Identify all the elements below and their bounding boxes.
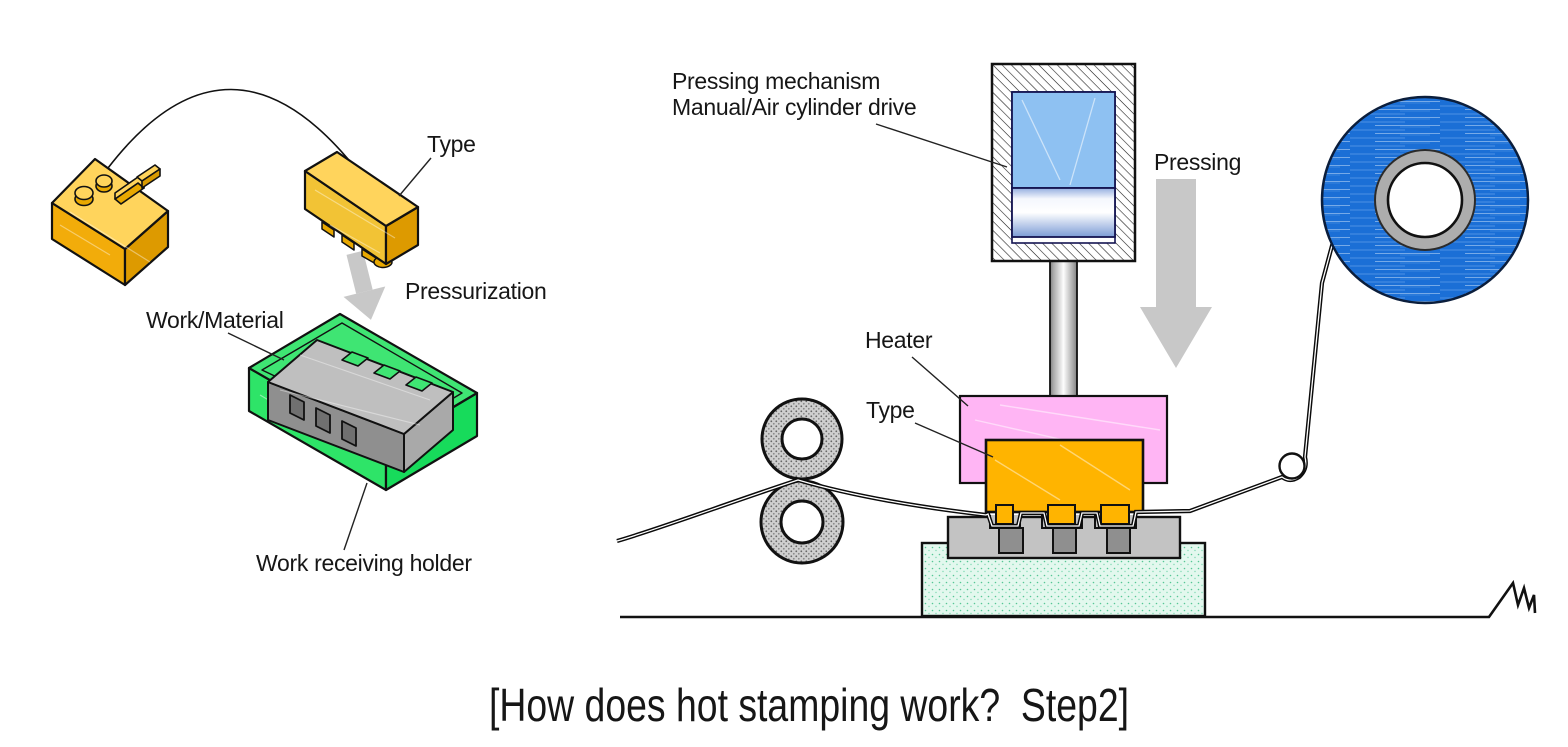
piston-rod bbox=[1049, 236, 1078, 398]
pressing-mechanism-label-line2: Manual/Air cylinder drive bbox=[672, 94, 916, 120]
pressing-mechanism-label-line1: Pressing mechanism bbox=[672, 68, 880, 94]
pressurization-label: Pressurization bbox=[405, 278, 547, 304]
work-insert-1 bbox=[998, 527, 1024, 554]
cylinder-housing bbox=[990, 62, 1137, 263]
heater-label: Heater bbox=[865, 327, 933, 353]
pinch-roller-lower bbox=[759, 479, 845, 565]
work-notches bbox=[341, 351, 433, 392]
leader-type-left bbox=[398, 157, 432, 197]
foil-ribbon bbox=[616, 226, 1340, 544]
type-label-machine: Type bbox=[866, 397, 915, 423]
raised-type-glyphs bbox=[74, 164, 161, 207]
piston bbox=[1011, 187, 1116, 238]
pressing-label: Pressing bbox=[1154, 149, 1241, 175]
leader-pressing-mechanism bbox=[875, 123, 1008, 168]
pressing-arrow bbox=[1140, 179, 1212, 368]
guide-pulley bbox=[1278, 452, 1306, 480]
type-block-top-view bbox=[50, 157, 170, 287]
leader-type-machine bbox=[914, 422, 994, 458]
work-insert-3 bbox=[1106, 527, 1131, 554]
type-block-machine bbox=[984, 438, 1145, 525]
leader-work-receiving-holder bbox=[343, 482, 368, 551]
page-title: [How does hot stamping work? Step2] bbox=[489, 679, 1129, 731]
type-label-left: Type bbox=[427, 131, 476, 157]
work-receiving-holder-label: Work receiving holder bbox=[256, 550, 472, 576]
work-material-block bbox=[267, 339, 454, 473]
leader-work-material bbox=[227, 332, 285, 361]
work-material-label: Work/Material bbox=[146, 307, 284, 333]
leader-lines bbox=[227, 123, 1008, 551]
work-insert-2 bbox=[1052, 527, 1077, 554]
foil-roll bbox=[1320, 95, 1530, 305]
work-cavities bbox=[289, 394, 357, 447]
type-block-inverted bbox=[303, 150, 420, 269]
leader-heater bbox=[911, 356, 969, 407]
pressurization-arrow bbox=[343, 250, 386, 320]
flip-arc bbox=[107, 88, 358, 171]
pinch-roller-upper bbox=[760, 397, 844, 481]
ground-line bbox=[620, 579, 1537, 619]
cylinder-chamber bbox=[1011, 91, 1116, 189]
